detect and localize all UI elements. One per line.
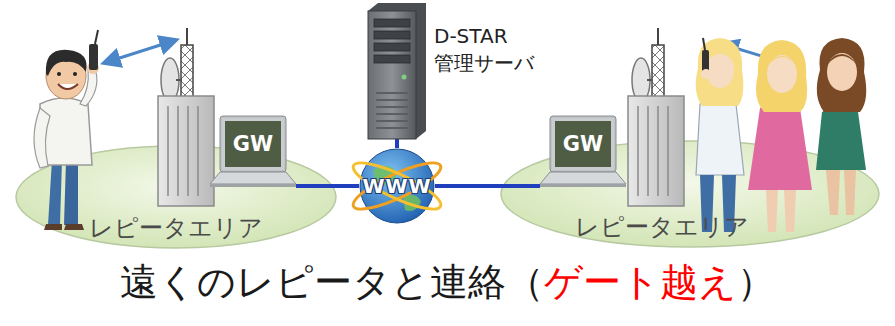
caption-line: 遠くのレピータと連絡（ゲート越え）: [0, 256, 895, 308]
gateway-pc: GW: [540, 116, 626, 188]
network-link: [395, 139, 399, 148]
laptop-screen: GW: [222, 118, 284, 170]
highlight-text: ゲート越え: [544, 260, 737, 304]
gateway-pc: GW: [210, 116, 296, 188]
radio-link-arrow: [104, 40, 176, 63]
gateway-label: GW: [233, 132, 273, 156]
server-label: D-STAR 管理サーバ: [434, 23, 546, 77]
node-shape: [368, 3, 426, 139]
repeater-area: レピータエリア: [15, 145, 337, 249]
gateway-label: GW: [563, 132, 603, 156]
laptop-screen: GW: [552, 118, 614, 170]
network-link: [296, 184, 359, 188]
area-label: レピータエリア: [89, 213, 263, 243]
globe-label: WWW: [362, 174, 431, 198]
man-figure: [34, 30, 99, 230]
women-figures: [696, 38, 867, 232]
area-label: レピータエリア: [575, 212, 749, 242]
repeater-rack: [628, 96, 684, 206]
network-link: [435, 184, 540, 188]
caption-bracket: ）: [737, 260, 775, 304]
management-server: D-STAR 管理サーバ: [368, 3, 426, 139]
repeater-rack: [158, 96, 214, 206]
internet-globe: WWW: [359, 148, 435, 224]
caption: 遠くのレピータと連絡（: [120, 260, 544, 304]
